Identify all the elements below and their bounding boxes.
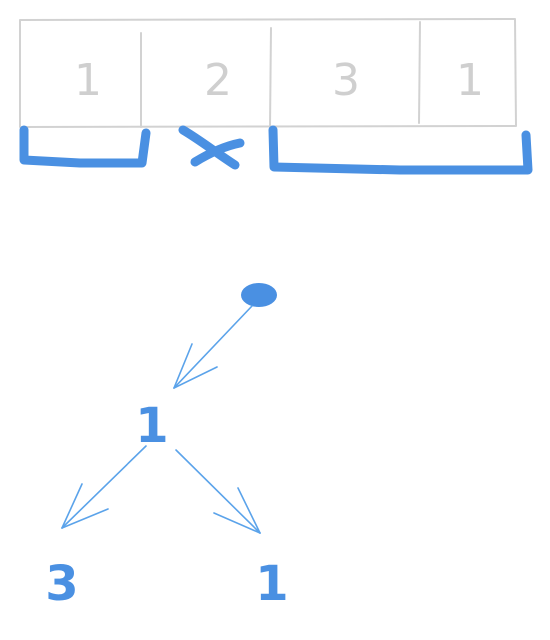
tree-leaf-label: 1 — [255, 556, 288, 612]
tree-leaf-label: 3 — [45, 556, 78, 612]
array-outline — [19, 18, 517, 128]
array-cell: 3 — [332, 55, 360, 106]
array-divider — [418, 21, 421, 124]
array-cell: 1 — [456, 55, 484, 106]
group-markers — [19, 125, 533, 175]
group-bracket — [19, 125, 151, 168]
group-bracket — [268, 125, 533, 175]
array-cell: 2 — [204, 55, 232, 106]
tree-edge-arrow — [175, 449, 261, 534]
tree-root-node — [241, 283, 277, 307]
tree: 1 3 1 — [45, 283, 289, 612]
excluded-mark — [178, 125, 245, 170]
array-divider — [269, 27, 272, 128]
array-cell: 1 — [74, 55, 102, 106]
tree-node-label: 1 — [135, 398, 168, 454]
tree-edge-arrow — [173, 305, 253, 389]
tree-edge-arrow — [61, 445, 147, 529]
array-grid: 1 2 3 1 — [19, 18, 517, 128]
